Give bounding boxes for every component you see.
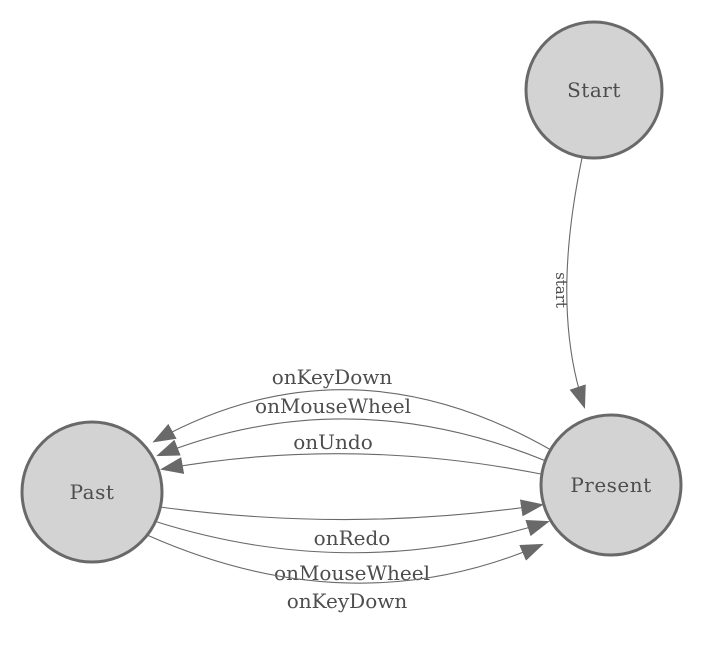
edges: start onKeyDown onMouseWheel onUndo onRe… (146, 157, 586, 613)
state-node-past[interactable]: Past (20, 420, 164, 564)
edge-present-to-past-onmousewheel (156, 418, 547, 462)
state-node-present[interactable]: Present (539, 413, 683, 557)
edge-label-onkeydown-top: onKeyDown (272, 365, 393, 389)
edge-present-to-past-onkeydown (152, 389, 552, 451)
state-node-present-label: Present (570, 473, 651, 497)
edge-label-onundo: onUndo (293, 430, 373, 454)
edge-start-to-present (566, 157, 586, 409)
nodes: Start Present Past (20, 20, 683, 564)
state-node-past-label: Past (70, 480, 115, 504)
edge-label-onkeydown-bottom: onKeyDown (287, 589, 408, 613)
state-node-start-circle[interactable] (524, 20, 664, 160)
edge-label-onmousewheel-bottom: onMouseWheel (274, 561, 430, 585)
edge-past-to-present-onmousewheel (153, 519, 550, 554)
edge-present-to-past-onundo (160, 453, 542, 475)
edge-label-start: start (552, 272, 570, 308)
state-node-start[interactable]: Start (524, 20, 664, 160)
state-node-start-label: Start (567, 78, 621, 102)
edge-label-onredo: onRedo (314, 526, 391, 550)
edge-past-to-present-onkeydown (146, 534, 544, 584)
state-node-past-circle[interactable] (20, 420, 164, 564)
edge-label-onmousewheel-top: onMouseWheel (255, 394, 411, 418)
state-node-present-circle[interactable] (539, 413, 683, 557)
edge-past-to-present-onredo (159, 499, 544, 521)
